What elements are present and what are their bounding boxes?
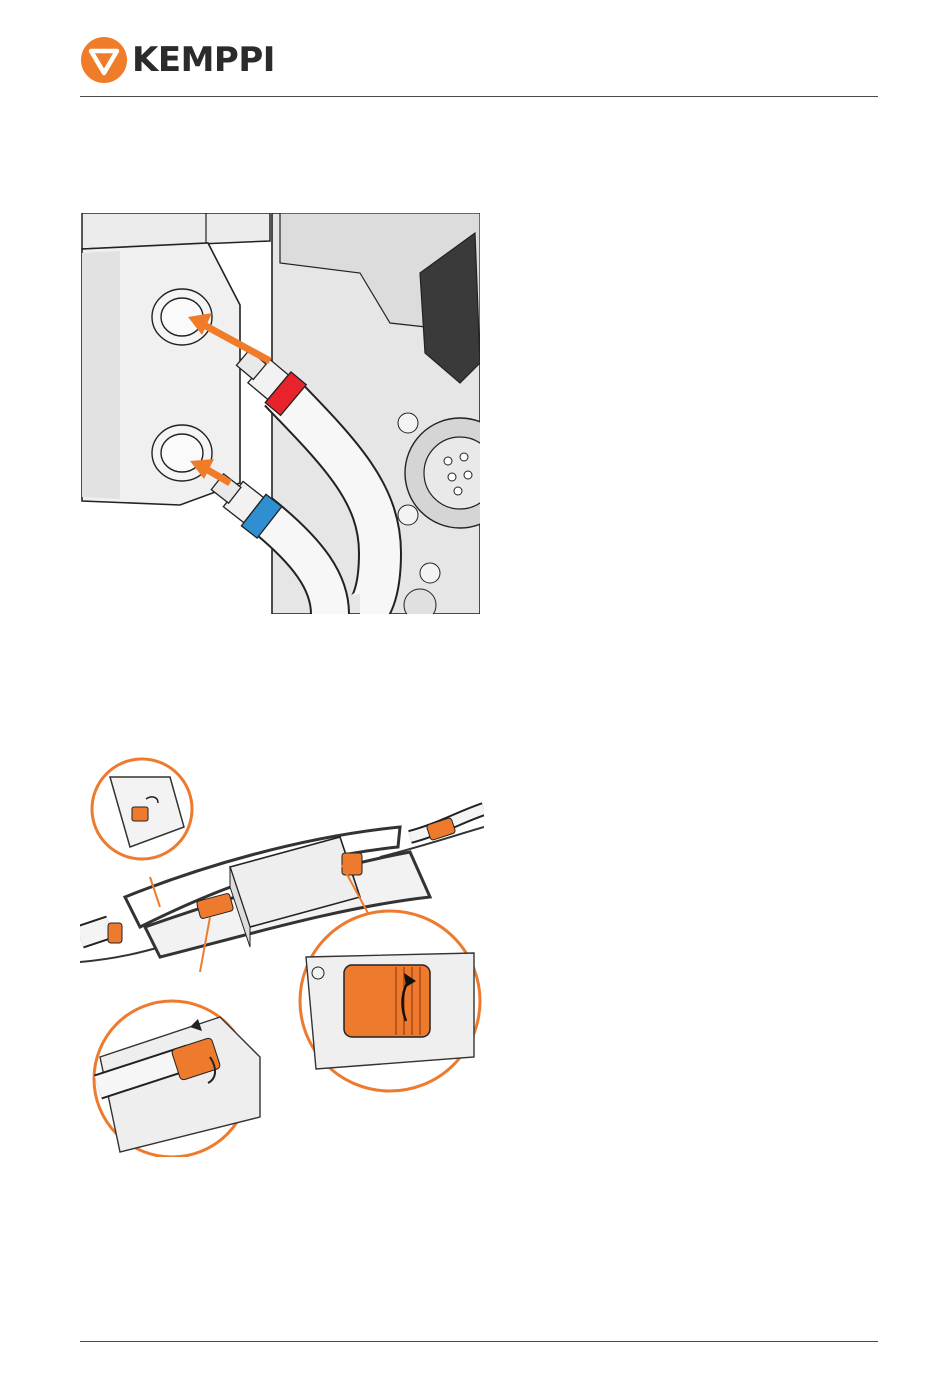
kemppi-logo: KEMPPI bbox=[80, 36, 280, 86]
kemppi-triangle-logo-icon bbox=[80, 36, 128, 84]
page-header: KEMPPI bbox=[0, 0, 950, 100]
header-divider bbox=[80, 96, 878, 97]
footer-divider bbox=[80, 1341, 878, 1342]
hose-connection-illustration bbox=[80, 213, 480, 614]
brand-name: KEMPPI bbox=[132, 40, 275, 80]
connector-cable-illustration bbox=[80, 757, 484, 1157]
